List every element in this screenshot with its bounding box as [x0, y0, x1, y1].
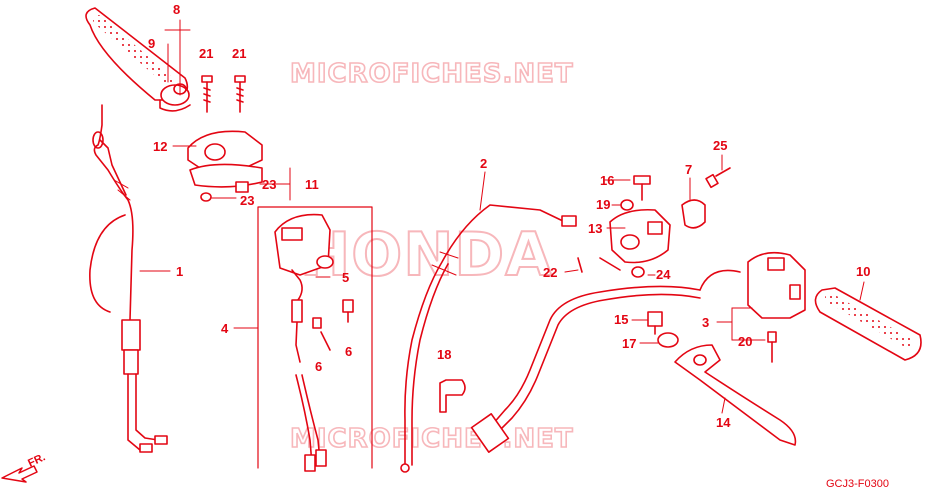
nut-24 [631, 266, 645, 278]
callout-4: 4 [221, 321, 229, 336]
callout-12: 12 [153, 139, 167, 154]
callout-20: 20 [738, 334, 752, 349]
holder [681, 199, 706, 229]
pivot-bolt [647, 311, 663, 335]
callout-23-lower: 23 [240, 193, 254, 208]
collar [657, 332, 679, 348]
switch-housing [274, 213, 334, 472]
right-grip [814, 287, 922, 361]
leader-lines [139, 19, 865, 414]
washer-19 [620, 199, 634, 211]
callout-18: 18 [437, 347, 451, 362]
screw-6-right [342, 299, 354, 323]
callout-11: 11 [305, 177, 319, 192]
callout-14: 14 [716, 415, 731, 430]
watermark-bottom: MICROFICHES.NET [290, 424, 574, 454]
callout-17: 17 [622, 336, 636, 351]
screw-21-left [201, 75, 213, 113]
screw-22 [577, 257, 621, 273]
front-direction-label: FR. [26, 451, 47, 469]
screw-6-left [312, 317, 331, 351]
callout-7: 7 [685, 162, 692, 177]
clutch-cable [400, 204, 577, 473]
front-direction-arrow: FR. [1, 451, 47, 483]
screw-21-right [234, 75, 246, 113]
screw-25 [705, 167, 731, 189]
throttle-grip [85, 7, 191, 112]
callout-8: 8 [173, 2, 180, 17]
screw-20 [767, 331, 777, 363]
callout-16: 16 [600, 173, 614, 188]
clip [439, 379, 466, 413]
watermark-center: HONDA [300, 220, 553, 290]
callout-22: 22 [543, 265, 557, 280]
callout-24: 24 [656, 267, 671, 282]
watermark-top: MICROFICHES.NET [290, 59, 574, 89]
right-switch-housing [699, 251, 806, 319]
throttle-cable [89, 104, 168, 453]
callout-5: 5 [342, 270, 349, 285]
bolt-16 [633, 175, 651, 201]
callout-9: 9 [148, 36, 155, 51]
callout-25: 25 [713, 138, 727, 153]
callout-2: 2 [480, 156, 487, 171]
callout-19: 19 [596, 197, 610, 212]
callout-1: 1 [176, 264, 183, 279]
callout-6-left: 6 [315, 359, 322, 374]
callout-10: 10 [856, 264, 870, 279]
callout-15: 15 [614, 312, 628, 327]
throttle-housing [187, 130, 263, 202]
callout-21-left: 21 [199, 46, 213, 61]
clutch-lever [674, 344, 797, 446]
right-switch-harness [470, 285, 701, 453]
callout-6-right: 6 [345, 344, 352, 359]
callout-23-upper: 23 [262, 177, 276, 192]
callout-3: 3 [702, 315, 709, 330]
callout-13: 13 [588, 221, 602, 236]
callout-21-right: 21 [232, 46, 246, 61]
diagram-code: GCJ3-F0300 [826, 478, 889, 490]
lever-bracket [609, 208, 671, 264]
